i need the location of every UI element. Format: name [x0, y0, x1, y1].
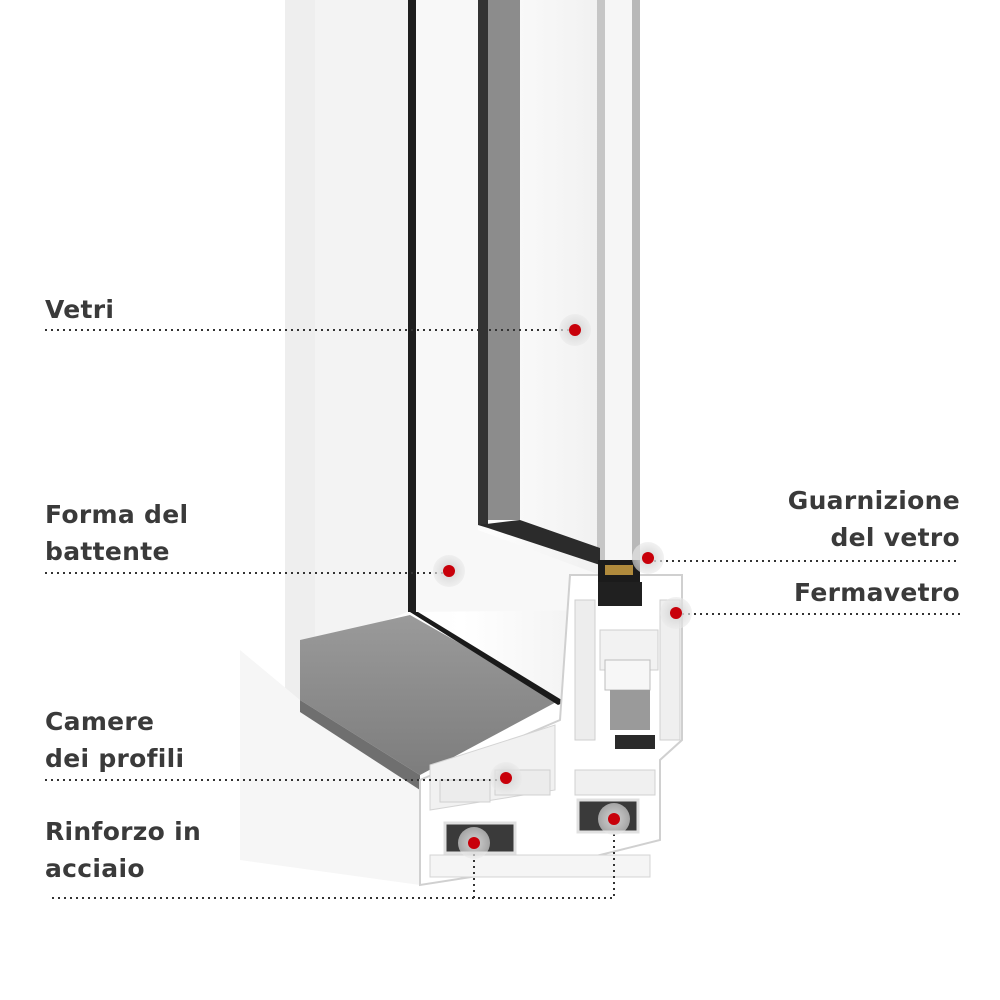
label-vetri-line-1: Vetri	[45, 295, 115, 324]
sill-black-edge	[410, 612, 565, 705]
label-guarnizione-vetro-line-1: Guarnizione	[787, 486, 960, 515]
window-illustration	[240, 0, 683, 887]
marker-rinforzo-acciaio-left	[458, 827, 490, 859]
marker-vetri	[559, 314, 591, 346]
label-fermavetro-line-1: Fermavetro	[794, 578, 960, 607]
glass-spacer	[488, 0, 520, 520]
sill-edge	[300, 700, 420, 790]
label-guarnizione-vetro-line-2: del vetro	[830, 523, 960, 552]
sash-face	[315, 0, 412, 650]
label-forma-battente: Forma del battente	[45, 496, 188, 570]
glass-pane-inner	[478, 0, 488, 525]
sash-black-edge	[408, 0, 416, 612]
sill	[300, 615, 560, 775]
label-forma-battente-line-2: battente	[45, 537, 170, 566]
glass-line-1	[597, 0, 605, 560]
leader-lines	[45, 329, 960, 899]
profile-chamber-1	[574, 599, 596, 741]
sash-bevel	[416, 0, 600, 612]
glass-pane-mid	[520, 0, 600, 545]
leader-rinforzo-acciaio	[52, 820, 615, 899]
label-guarnizione-vetro: Guarnizione del vetro	[788, 482, 960, 556]
label-rinforzo-acciaio: Rinforzo in acciaio	[45, 813, 201, 887]
label-vetri: Vetri	[45, 291, 114, 328]
label-fermavetro: Fermavetro	[794, 574, 960, 611]
marker-camere-profili	[490, 762, 522, 794]
label-rinforzo-acciaio-line-1: Rinforzo in	[45, 817, 202, 846]
glazing-bead	[598, 582, 642, 606]
markers	[433, 314, 692, 859]
marker-rinforzo-acciaio-right	[598, 803, 630, 835]
profile-chamber-3	[604, 659, 651, 691]
outer-frame-face	[285, 0, 315, 700]
profile-bottom-chamber	[429, 854, 651, 878]
glass-line-3	[632, 0, 640, 560]
frame-bottom-left	[240, 650, 420, 885]
label-camere-profili: Camere dei profili	[45, 703, 184, 777]
marker-fermavetro	[660, 597, 692, 629]
profile-chamber-4	[610, 690, 650, 730]
label-rinforzo-acciaio-line-2: acciaio	[45, 854, 145, 883]
glass-corner	[478, 520, 600, 565]
profile-chamber-5	[615, 735, 655, 749]
glass-seal-insert	[605, 565, 633, 575]
profile-chamber-low-3	[574, 769, 656, 796]
profile-chamber-low-1	[439, 779, 491, 803]
marker-forma-battente	[433, 555, 465, 587]
marker-guarnizione-vetro	[632, 542, 664, 574]
glass-line-2	[605, 0, 633, 560]
label-camere-profili-line-2: dei profili	[45, 744, 185, 773]
label-camere-profili-line-1: Camere	[45, 707, 155, 736]
label-forma-battente-line-1: Forma del	[45, 500, 189, 529]
